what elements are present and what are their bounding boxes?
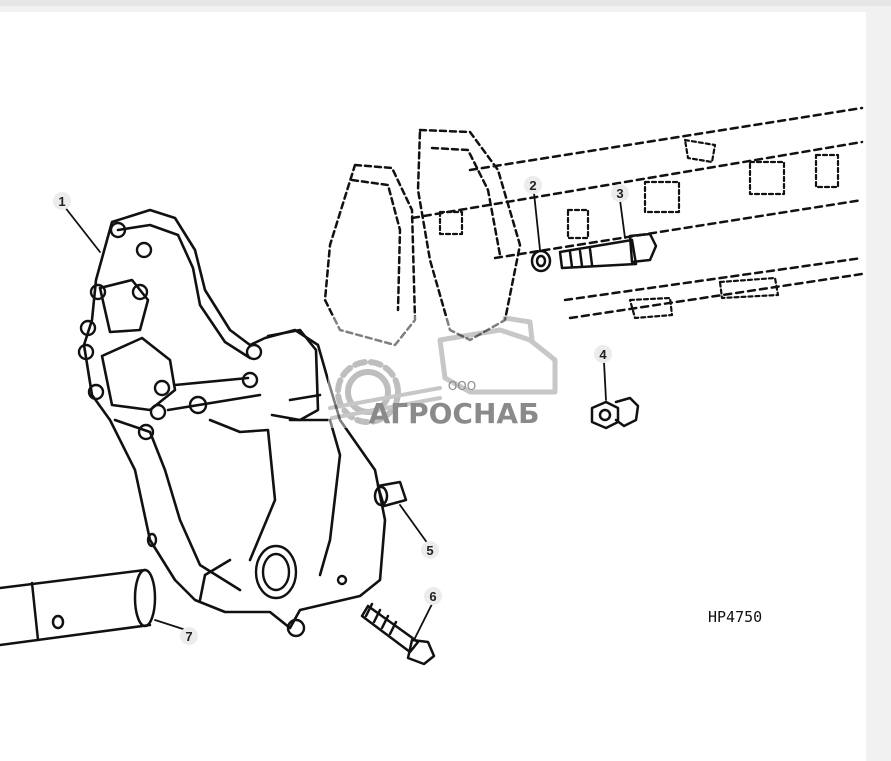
watermark-logo [328,315,564,428]
top-bar [0,0,891,6]
leader-1 [63,205,101,253]
frame-rail-upper [410,106,864,320]
leader-7 [154,619,187,631]
shaft-part-7 [0,568,157,647]
frame-bracket-left [323,163,417,347]
callout-4: 4 [599,347,607,362]
callout-3: 3 [616,186,623,201]
housing-bolt-holes [77,221,348,638]
housing-bracket-part-1 [82,208,387,630]
leader-4 [603,361,607,401]
screw-part-6 [360,602,436,666]
bolt-part-3 [558,232,658,270]
watermark-prefix: ООО [448,379,476,393]
figure-code: HP4750 [708,608,762,626]
combine-harvester-icon [437,315,558,395]
washer-part-2 [530,249,552,273]
callout-5: 5 [426,543,433,558]
leader-lines [63,192,626,641]
callout-7: 7 [185,629,192,644]
frame-bracket-right [416,128,522,342]
leader-3 [619,199,626,239]
rail-slots [438,138,840,320]
leader-5 [399,504,429,545]
leader-6 [413,603,433,641]
callout-2: 2 [529,178,536,193]
callout-1: 1 [58,194,65,209]
callout-bubbles [53,176,629,645]
diagram-sheet [0,12,866,761]
leader-2 [533,192,541,251]
nut-part-4 [590,396,640,430]
watermark-name: АГРОСНАБ [369,397,540,430]
callout-6: 6 [429,589,436,604]
